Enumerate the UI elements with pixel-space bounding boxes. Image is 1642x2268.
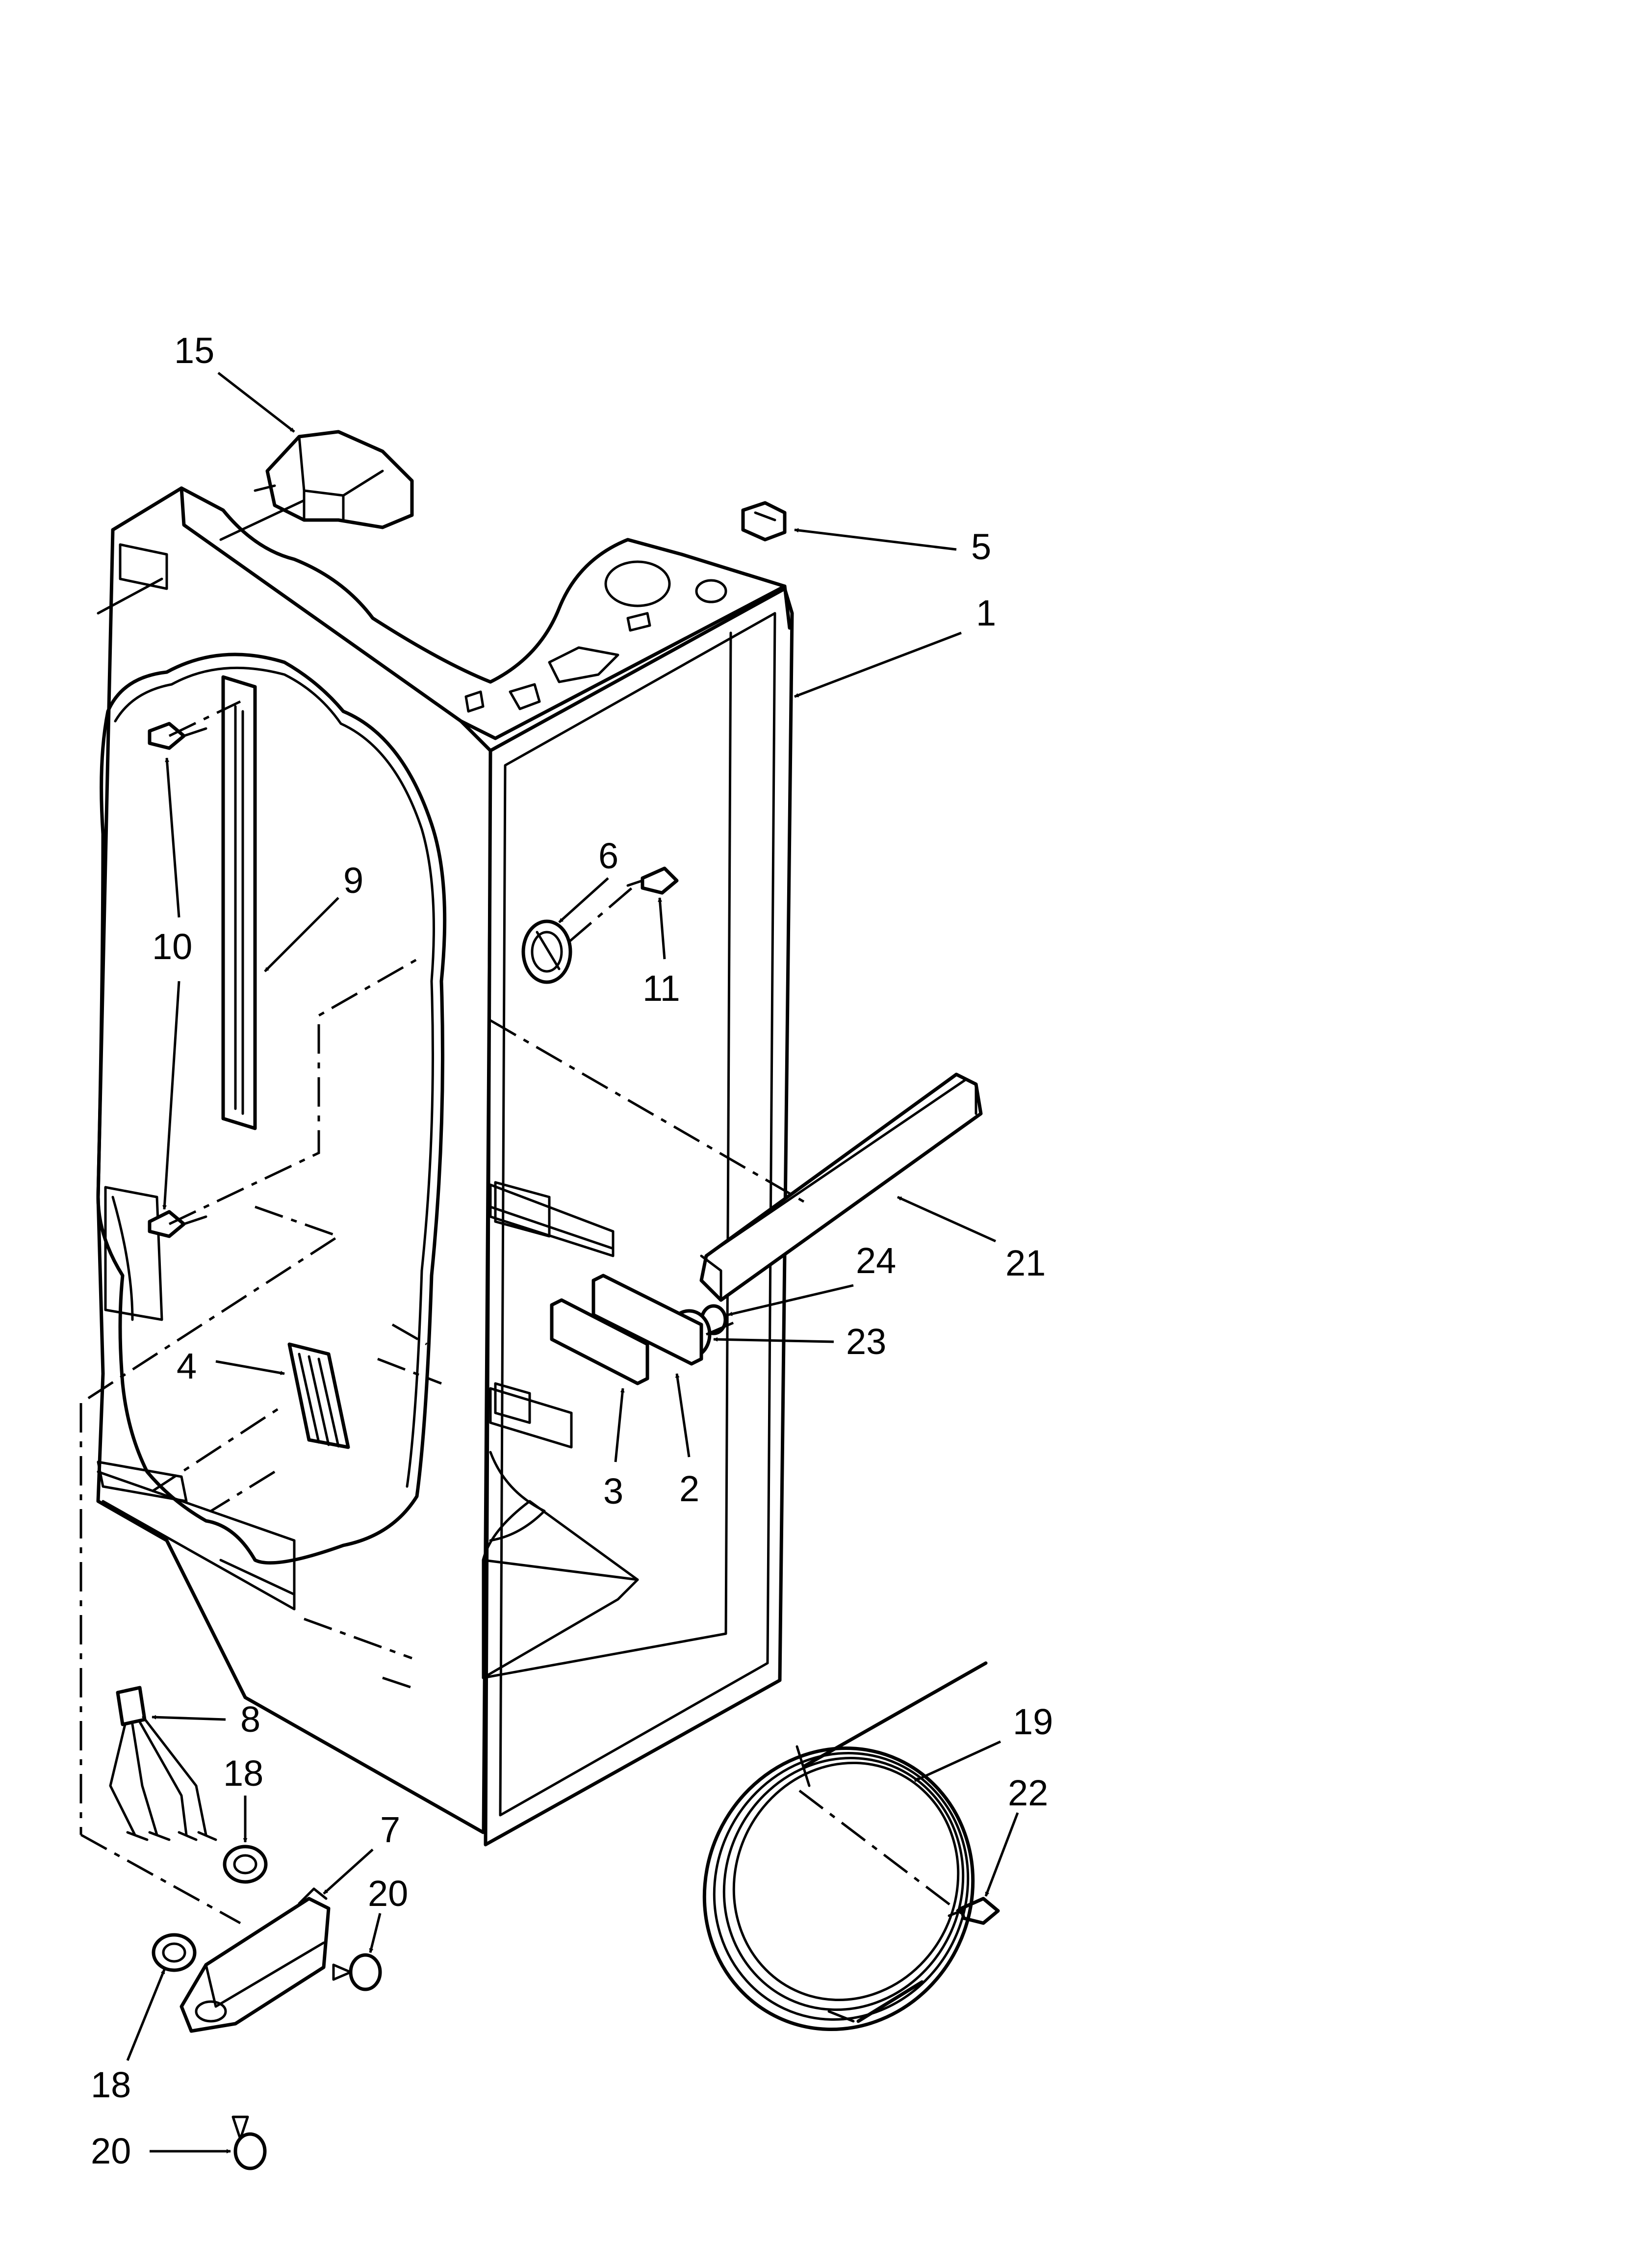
screw-thermostat xyxy=(626,866,679,895)
callout-24: 24 xyxy=(856,1240,896,1281)
callout-11: 11 xyxy=(642,968,680,1009)
cabinet-liner xyxy=(96,486,794,1847)
callout-15: 15 xyxy=(174,330,214,371)
callout-5: 5 xyxy=(971,526,991,567)
grommet-upper xyxy=(223,1845,268,1884)
assembly-lines xyxy=(79,700,962,1925)
light-housing xyxy=(219,430,414,541)
callout-9: 9 xyxy=(343,860,363,901)
callout-20-upper: 20 xyxy=(368,1873,408,1914)
push-pin-upper xyxy=(332,1953,382,1991)
screw-lower xyxy=(148,1210,207,1238)
wire-harness xyxy=(109,1686,217,1841)
callout-labels: 15 5 1 6 9 10 11 24 21 4 23 3 2 19 8 18 … xyxy=(91,330,1053,2171)
callout-3: 3 xyxy=(603,1471,623,1512)
shelf-ladder xyxy=(221,675,257,1130)
grommet-lower xyxy=(152,1933,197,1972)
water-tube-coil xyxy=(702,1661,988,2032)
shelf-support-rail xyxy=(699,1072,983,1302)
bracket-short xyxy=(550,1298,649,1385)
callout-22: 22 xyxy=(1008,1773,1048,1813)
callout-10: 10 xyxy=(152,926,192,967)
control-knob xyxy=(521,919,572,984)
screw-upper xyxy=(148,722,207,750)
callout-4: 4 xyxy=(177,1346,197,1386)
callout-7: 7 xyxy=(380,1809,400,1850)
air-grille xyxy=(287,1342,350,1449)
callout-8: 8 xyxy=(240,1699,260,1740)
callout-18-upper: 18 xyxy=(223,1753,263,1794)
callout-21: 21 xyxy=(1005,1243,1046,1283)
callout-18-lower: 18 xyxy=(91,2064,131,2105)
light-switch xyxy=(741,501,787,542)
push-pin-lower xyxy=(231,2115,267,2170)
light-shield xyxy=(180,1887,331,2033)
callout-6: 6 xyxy=(598,835,618,876)
callout-23: 23 xyxy=(846,1321,886,1362)
callout-20-lower: 20 xyxy=(91,2131,131,2171)
callout-2: 2 xyxy=(679,1468,699,1509)
callout-19: 19 xyxy=(1013,1701,1053,1742)
callout-1: 1 xyxy=(976,593,996,633)
leader-lines xyxy=(126,372,1019,2154)
